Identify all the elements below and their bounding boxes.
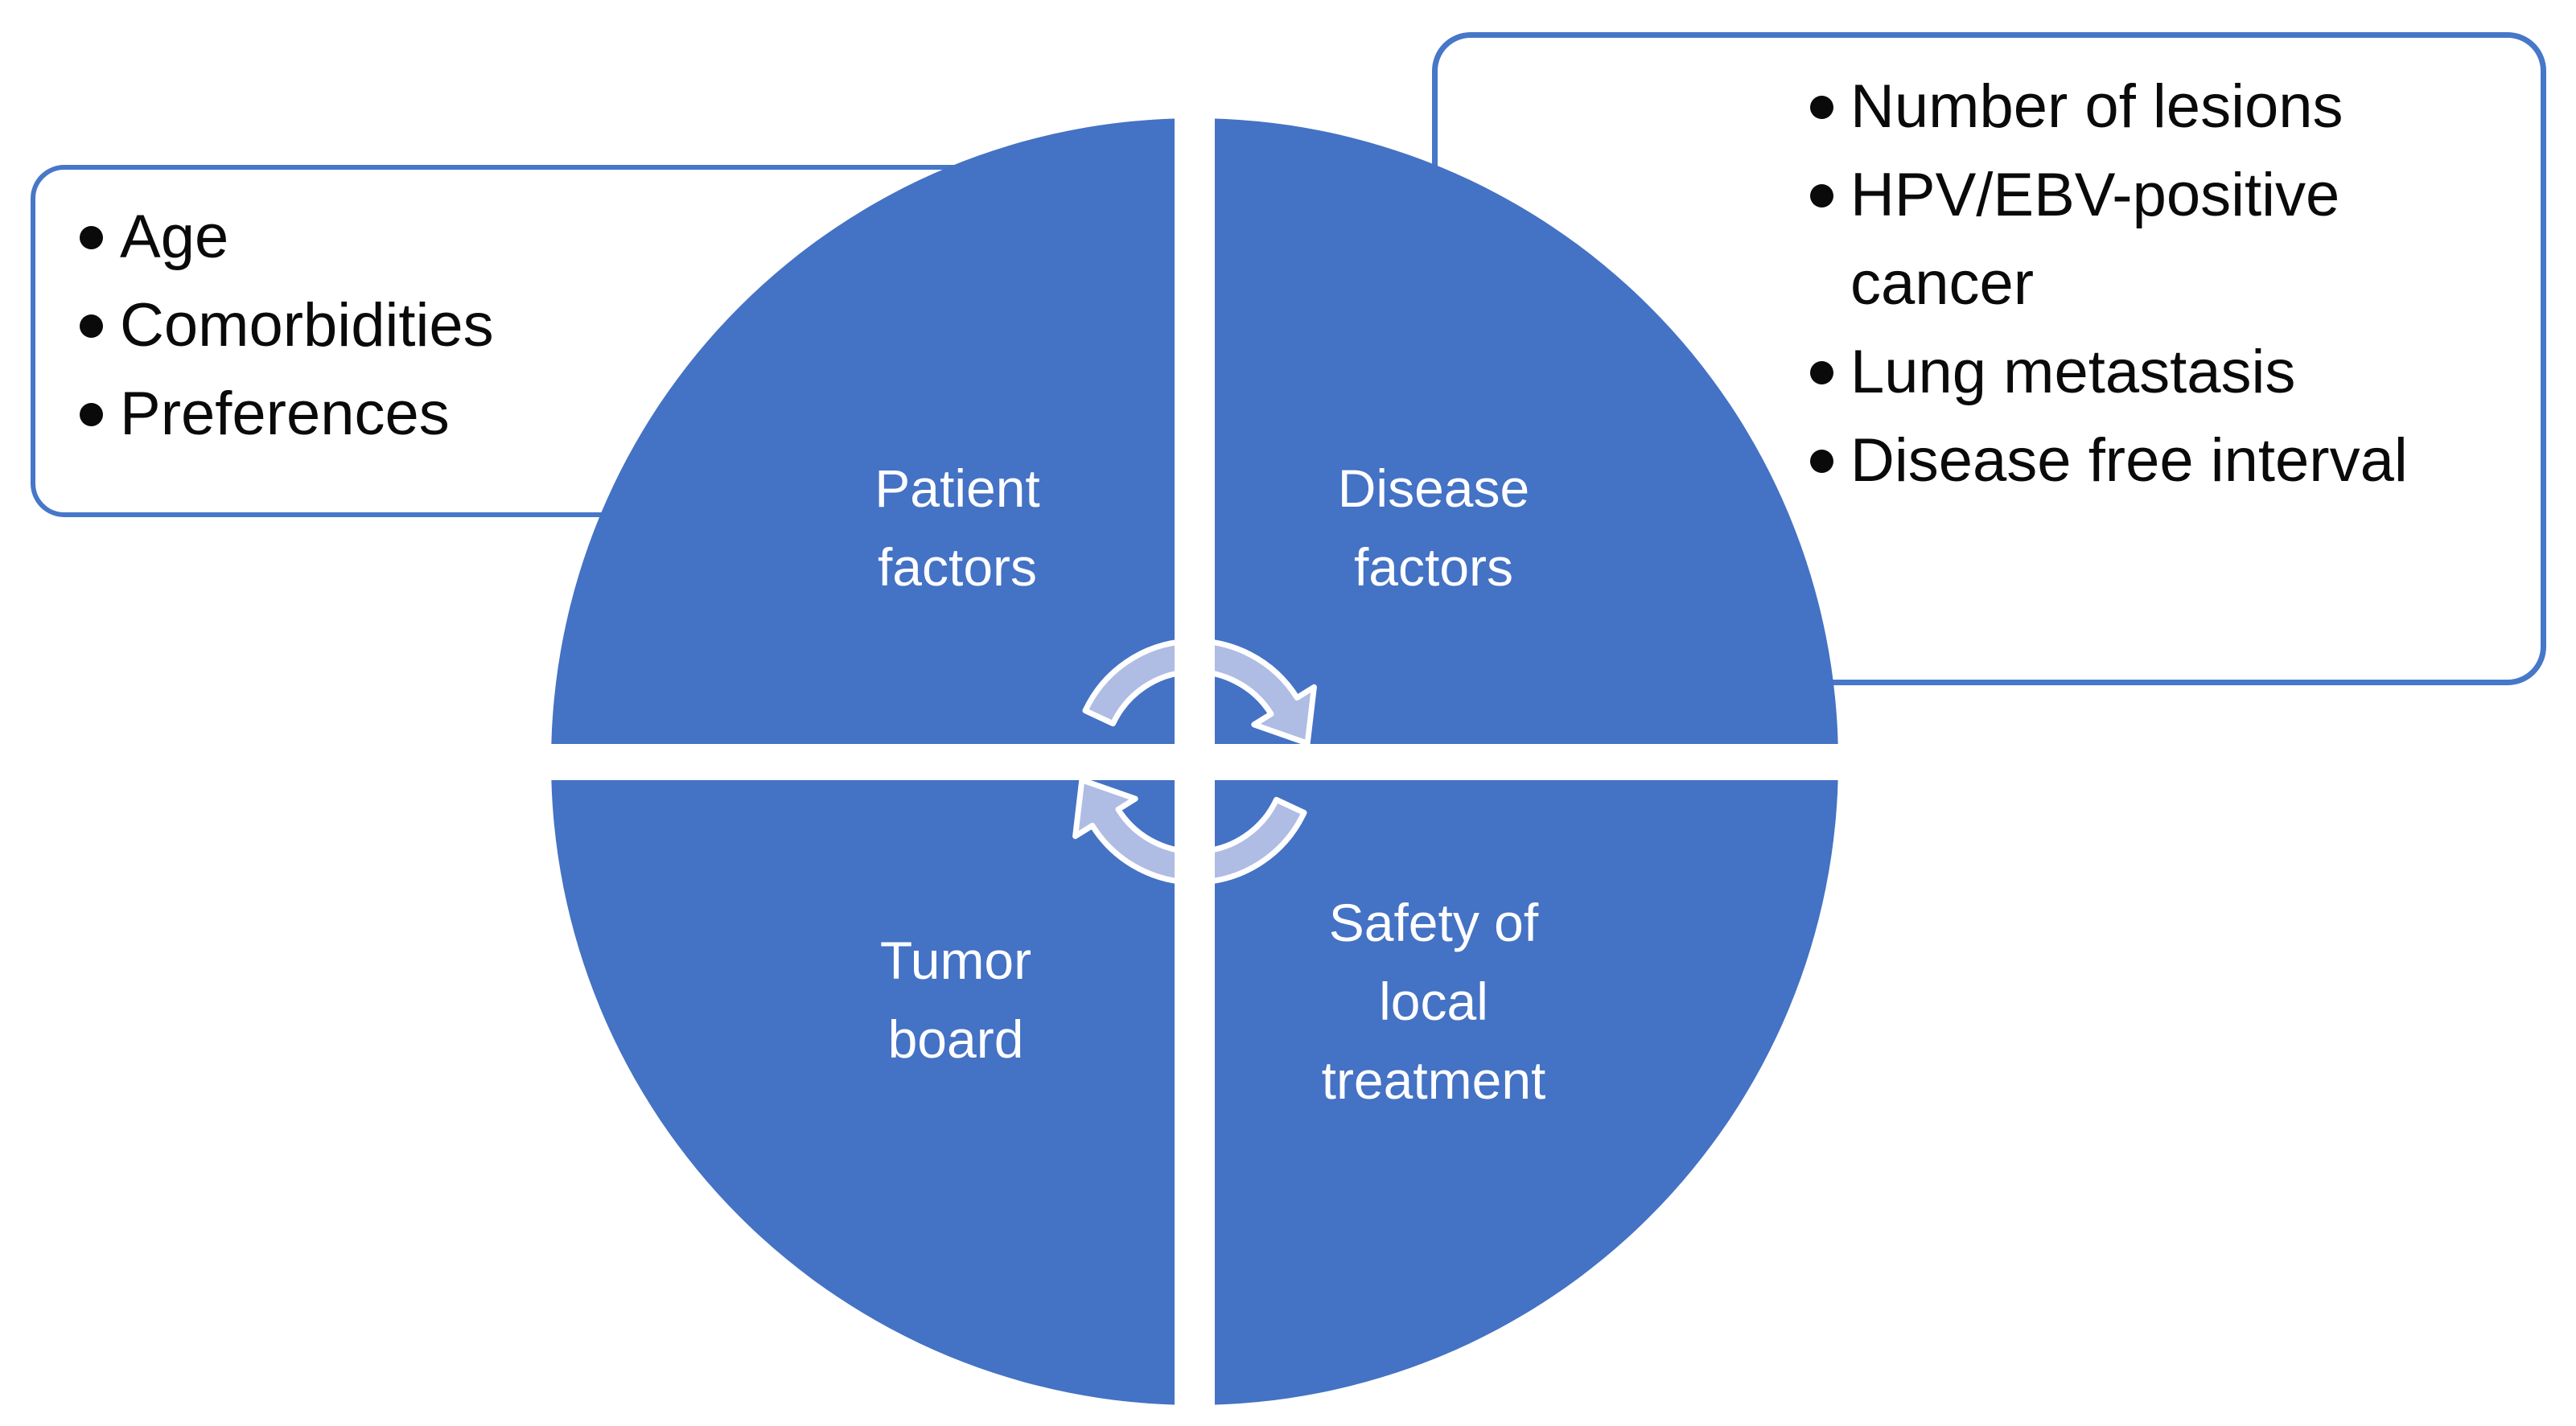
quadrant-divider-horizontal	[531, 744, 1883, 780]
list-item-text: Comorbidities	[120, 291, 494, 360]
list-item: Preferences	[80, 370, 1156, 458]
bullet-icon	[80, 226, 103, 249]
bullet-icon	[1810, 96, 1833, 119]
list-item: Disease free interval	[1810, 417, 2508, 505]
list-item-text: Number of lesions	[1850, 72, 2344, 141]
list-item: Age	[80, 193, 1156, 282]
cycle-arrows-icon	[1034, 638, 1317, 923]
list-item: Comorbidities	[80, 282, 1156, 370]
bullet-icon	[1810, 184, 1833, 208]
list-item-text: Age	[120, 203, 229, 271]
list-item-text: Disease free interval	[1850, 426, 2408, 495]
list-item-text: Lung metastasis	[1850, 338, 2296, 406]
patient-factors-list: Age Comorbidities Preferences	[35, 170, 1156, 458]
bullet-icon	[1810, 450, 1833, 473]
bullet-icon	[80, 403, 103, 426]
bullet-icon	[80, 314, 103, 338]
list-item: Lung metastasis	[1810, 328, 2508, 417]
bullet-icon	[1810, 361, 1833, 384]
list-item-text: Preferences	[120, 380, 450, 448]
list-item: Number of lesions	[1810, 63, 2508, 151]
